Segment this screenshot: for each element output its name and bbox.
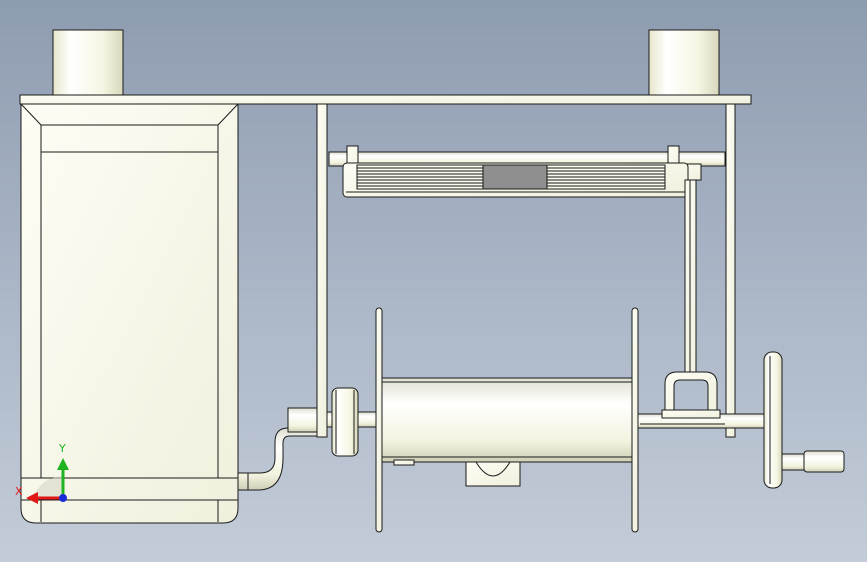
drum-mount-arc <box>475 461 511 477</box>
drum-body <box>381 377 633 463</box>
left-top-cylinder <box>52 29 124 96</box>
y-axis-label: Y <box>59 442 66 455</box>
x-axis-label: X <box>15 485 23 498</box>
screw-thread-lines-right <box>547 167 665 187</box>
hand-wheel-rim <box>763 351 783 489</box>
z-axis-dot <box>59 494 67 502</box>
triad-plane-shade <box>33 476 63 498</box>
axis-triad <box>26 458 69 504</box>
left-support-post <box>316 103 328 438</box>
screw-nut <box>482 164 548 190</box>
pipe-coupling <box>287 407 319 433</box>
drum-mount-bracket <box>465 461 521 487</box>
outlet-pipe <box>237 427 321 491</box>
tank-body <box>20 103 239 524</box>
u-bracket <box>664 371 718 413</box>
top-plate <box>19 94 752 105</box>
screw-thread-lines-left <box>357 167 483 187</box>
drum-small-tab <box>393 459 415 466</box>
u-bracket-base <box>661 409 721 419</box>
x-arrowhead <box>26 492 38 504</box>
drum-right-flange <box>631 307 639 533</box>
crank-grip <box>803 450 845 473</box>
right-top-cylinder <box>648 29 720 96</box>
bearing-block <box>331 387 359 457</box>
drum-left-flange <box>375 307 383 533</box>
tank-inner-panel <box>40 124 219 153</box>
right-support-post <box>725 103 736 438</box>
y-arrowhead <box>57 458 69 470</box>
